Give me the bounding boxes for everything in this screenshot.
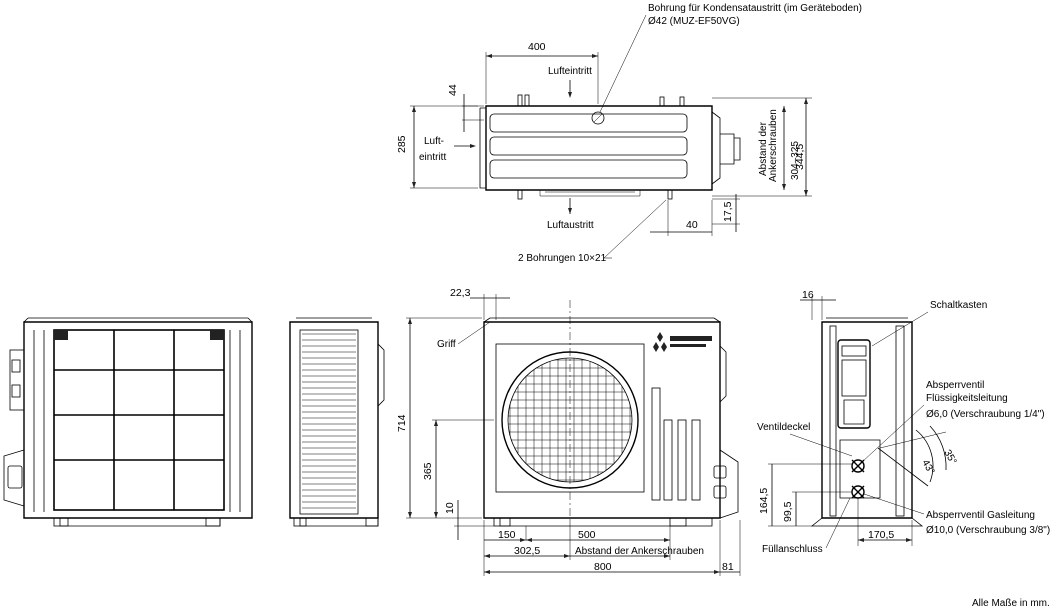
anchor-distance-l3: 304–325 xyxy=(790,141,801,180)
label-luft: Luft- xyxy=(424,136,444,147)
dim-170-5: 170,5 xyxy=(868,529,894,541)
bore-label-line2: Ø42 (MUZ-EF50VG) xyxy=(648,16,740,27)
valve-gas-l2: Ø10,0 (Verschraubung 3/8") xyxy=(926,525,1050,536)
label-ventildeckel: Ventildeckel xyxy=(757,422,810,433)
anchor-distance-l1: Abstand der xyxy=(758,121,769,176)
holes-label: 2 Bohrungen 10×21 xyxy=(518,253,607,264)
dim-16: 16 xyxy=(802,289,814,301)
valve-liquid-l2: Flüssigkeitsleitung xyxy=(926,393,1008,404)
dim-164-5: 164,5 xyxy=(758,488,770,514)
rear-view xyxy=(3,317,253,527)
dim-10: 10 xyxy=(444,502,456,514)
label-lufteintritt-top: Lufteintritt xyxy=(548,66,592,77)
dim-302-5: 302,5 xyxy=(514,545,540,557)
dim-400: 400 xyxy=(528,41,546,53)
anchor-label: Abstand der Ankerschrauben xyxy=(575,546,704,557)
valve-liquid-l1: Absperrventil xyxy=(926,380,984,391)
anchor-distance-l2: Ankerschrauben xyxy=(768,109,779,182)
dim-22-3: 22,3 xyxy=(450,287,471,299)
left-side-view xyxy=(289,317,385,527)
valve-liquid-l3: Ø6,0 (Verschraubung 1/4") xyxy=(926,409,1045,420)
right-side-view: 16 Schaltkasten Absperrventil Flüssigkei… xyxy=(757,289,1050,555)
dim-40: 40 xyxy=(686,219,698,231)
label-fuellanschluss: Füllanschluss xyxy=(762,544,823,555)
brand-logo xyxy=(653,332,712,352)
dim-81: 81 xyxy=(722,561,734,573)
dim-17-5: 17,5 xyxy=(722,201,734,222)
dim-344-5: 344,5 xyxy=(794,144,806,170)
bore-label-line1: Bohrung für Kondensataustritt (im Geräte… xyxy=(648,3,862,14)
label-schaltkasten: Schaltkasten xyxy=(930,300,987,311)
dim-99-5: 99,5 xyxy=(782,501,794,522)
top-view: 400 44 285 344,5 Abstand der Ankerschrau… xyxy=(396,3,862,264)
angle-43: 43° xyxy=(919,458,936,477)
dim-500: 500 xyxy=(578,529,596,541)
dim-150: 150 xyxy=(498,529,516,541)
label-luftaustritt: Luftaustritt xyxy=(547,220,594,231)
dim-285: 285 xyxy=(396,135,408,153)
label-eintritt: eintritt xyxy=(419,152,446,163)
footer-note: Alle Maße in mm. xyxy=(972,598,1050,609)
front-view: 22,3 Griff 714 365 10 150 500 302,5 Abst… xyxy=(396,287,741,576)
top-view-body xyxy=(485,105,713,191)
dim-714: 714 xyxy=(396,414,408,432)
dim-365: 365 xyxy=(422,462,434,480)
dim-800: 800 xyxy=(594,561,612,573)
label-griff: Griff xyxy=(437,339,456,350)
valve-gas-l1: Absperrventil Gasleitung xyxy=(926,510,1035,521)
dim-44: 44 xyxy=(447,84,459,96)
